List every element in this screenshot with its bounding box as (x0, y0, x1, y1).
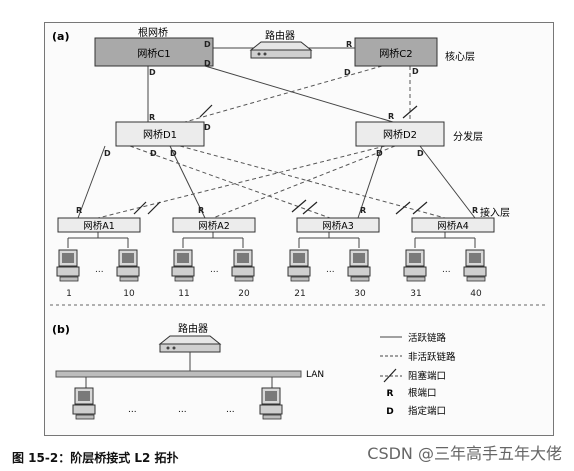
router-label-a: 路由器 (265, 29, 295, 42)
port-label-r: R (388, 112, 394, 121)
pc-number: 31 (410, 289, 421, 299)
bridge-c1-label: 网桥C1 (137, 48, 170, 60)
pc-number: 40 (470, 289, 482, 299)
panel-label-a: (a) (52, 30, 69, 43)
ellipsis: ... (128, 405, 137, 415)
pc-icon (231, 249, 255, 282)
port-labels: D R D D D D R D R D D D D D R R R R (76, 40, 478, 215)
port-label-r: R (149, 113, 155, 122)
pc-numbers: 1 10 11 20 21 30 31 40 (66, 289, 482, 299)
port-label-r: R (346, 40, 352, 49)
ellipsis: ... (442, 265, 451, 275)
port-label-d: D (170, 149, 177, 158)
port-label-d: D (204, 123, 211, 132)
legend-root-port-symbol: R (387, 389, 394, 399)
legend-inactive-label: 非活跃链路 (408, 351, 456, 363)
legend-designated-port-label: 指定端口 (408, 405, 446, 417)
ellipsis: ... (178, 405, 187, 415)
bridge-a3-label: 网桥A3 (322, 220, 354, 232)
legend-active-label: 活跃链路 (408, 332, 447, 344)
bridge-d1 (115, 121, 205, 147)
bridge-a4-label: 网桥A4 (437, 220, 469, 232)
pc-number: 21 (294, 289, 305, 299)
ellipsis: ... (326, 265, 335, 275)
access-layer-label: 接入层 (480, 206, 510, 219)
core-layer-label: 核心层 (445, 50, 475, 63)
pc-icon (403, 249, 427, 282)
ellipsis: ... (226, 405, 235, 415)
bridge-a3 (296, 217, 380, 233)
pc-number: 10 (123, 289, 135, 299)
port-label-r: R (76, 206, 82, 215)
panel-label-b: (b) (52, 323, 70, 336)
legend-blocked-label: 阻塞端口 (408, 370, 446, 382)
lan-bus (55, 370, 302, 378)
pc-icon (116, 249, 140, 282)
bridge-c2 (354, 37, 438, 67)
bridge-c2-label: 网桥C2 (379, 48, 412, 60)
ellipsis: ... (95, 265, 104, 275)
bridge-a2-label: 网桥A2 (198, 220, 230, 232)
port-label-r: R (198, 206, 204, 215)
bridge-a2 (172, 217, 256, 233)
access-pcs (56, 249, 487, 282)
port-label-d: D (204, 59, 211, 68)
figure-caption: 图 15-2：阶层桥接式 L2 拓扑 (12, 451, 179, 465)
bridge-d2 (355, 121, 445, 147)
pc-number: 20 (238, 289, 250, 299)
port-label-d: D (104, 149, 111, 158)
pc-ellipses: ... ... ... ... (95, 265, 451, 275)
ellipsis: ... (210, 265, 219, 275)
legend-designated-port-symbol: D (386, 407, 393, 417)
distribution-layer-label: 分发层 (453, 130, 483, 143)
pc-icon (463, 249, 487, 282)
legend: 活跃链路 非活跃链路 阻塞端口 R 根端口 D 指定端口 (380, 332, 456, 417)
bridge-a1 (57, 217, 141, 233)
port-label-d: D (204, 40, 211, 49)
bridge-c1 (94, 37, 214, 67)
legend-root-port-label: 根端口 (408, 387, 437, 399)
port-label-d: D (376, 149, 383, 158)
port-label-r: R (360, 206, 366, 215)
legend-blocked-mark (383, 368, 397, 383)
bridge-d2-label: 网桥D2 (383, 129, 417, 141)
router-icon (159, 335, 221, 353)
router-label-b: 路由器 (178, 322, 208, 335)
port-label-r: R (472, 206, 478, 215)
bridge-d1-label: 网桥D1 (143, 129, 177, 141)
watermark: CSDN @三年高手五年大佬 (367, 444, 562, 463)
pc-icon (347, 249, 371, 282)
port-label-d: D (417, 149, 424, 158)
pc-icon (287, 249, 311, 282)
pc-icon (171, 249, 195, 282)
port-label-d: D (412, 67, 419, 76)
port-label-d: D (344, 68, 351, 77)
lan-label: LAN (306, 370, 324, 380)
active-links (67, 47, 476, 248)
pc-number: 11 (178, 289, 189, 299)
bridge-a4 (411, 217, 495, 233)
bridge-a1-label: 网桥A1 (83, 220, 115, 232)
port-label-d: D (150, 149, 157, 158)
pc-number: 30 (354, 289, 366, 299)
router-icon (250, 41, 312, 59)
root-bridge-label: 根网桥 (138, 26, 168, 39)
port-label-d: D (149, 68, 156, 77)
pc-icon (56, 249, 80, 282)
pc-icon (259, 387, 283, 420)
pc-icon (72, 387, 96, 420)
inactive-links (97, 65, 446, 219)
pc-number: 1 (66, 289, 72, 299)
blocked-port-marks (133, 104, 428, 215)
